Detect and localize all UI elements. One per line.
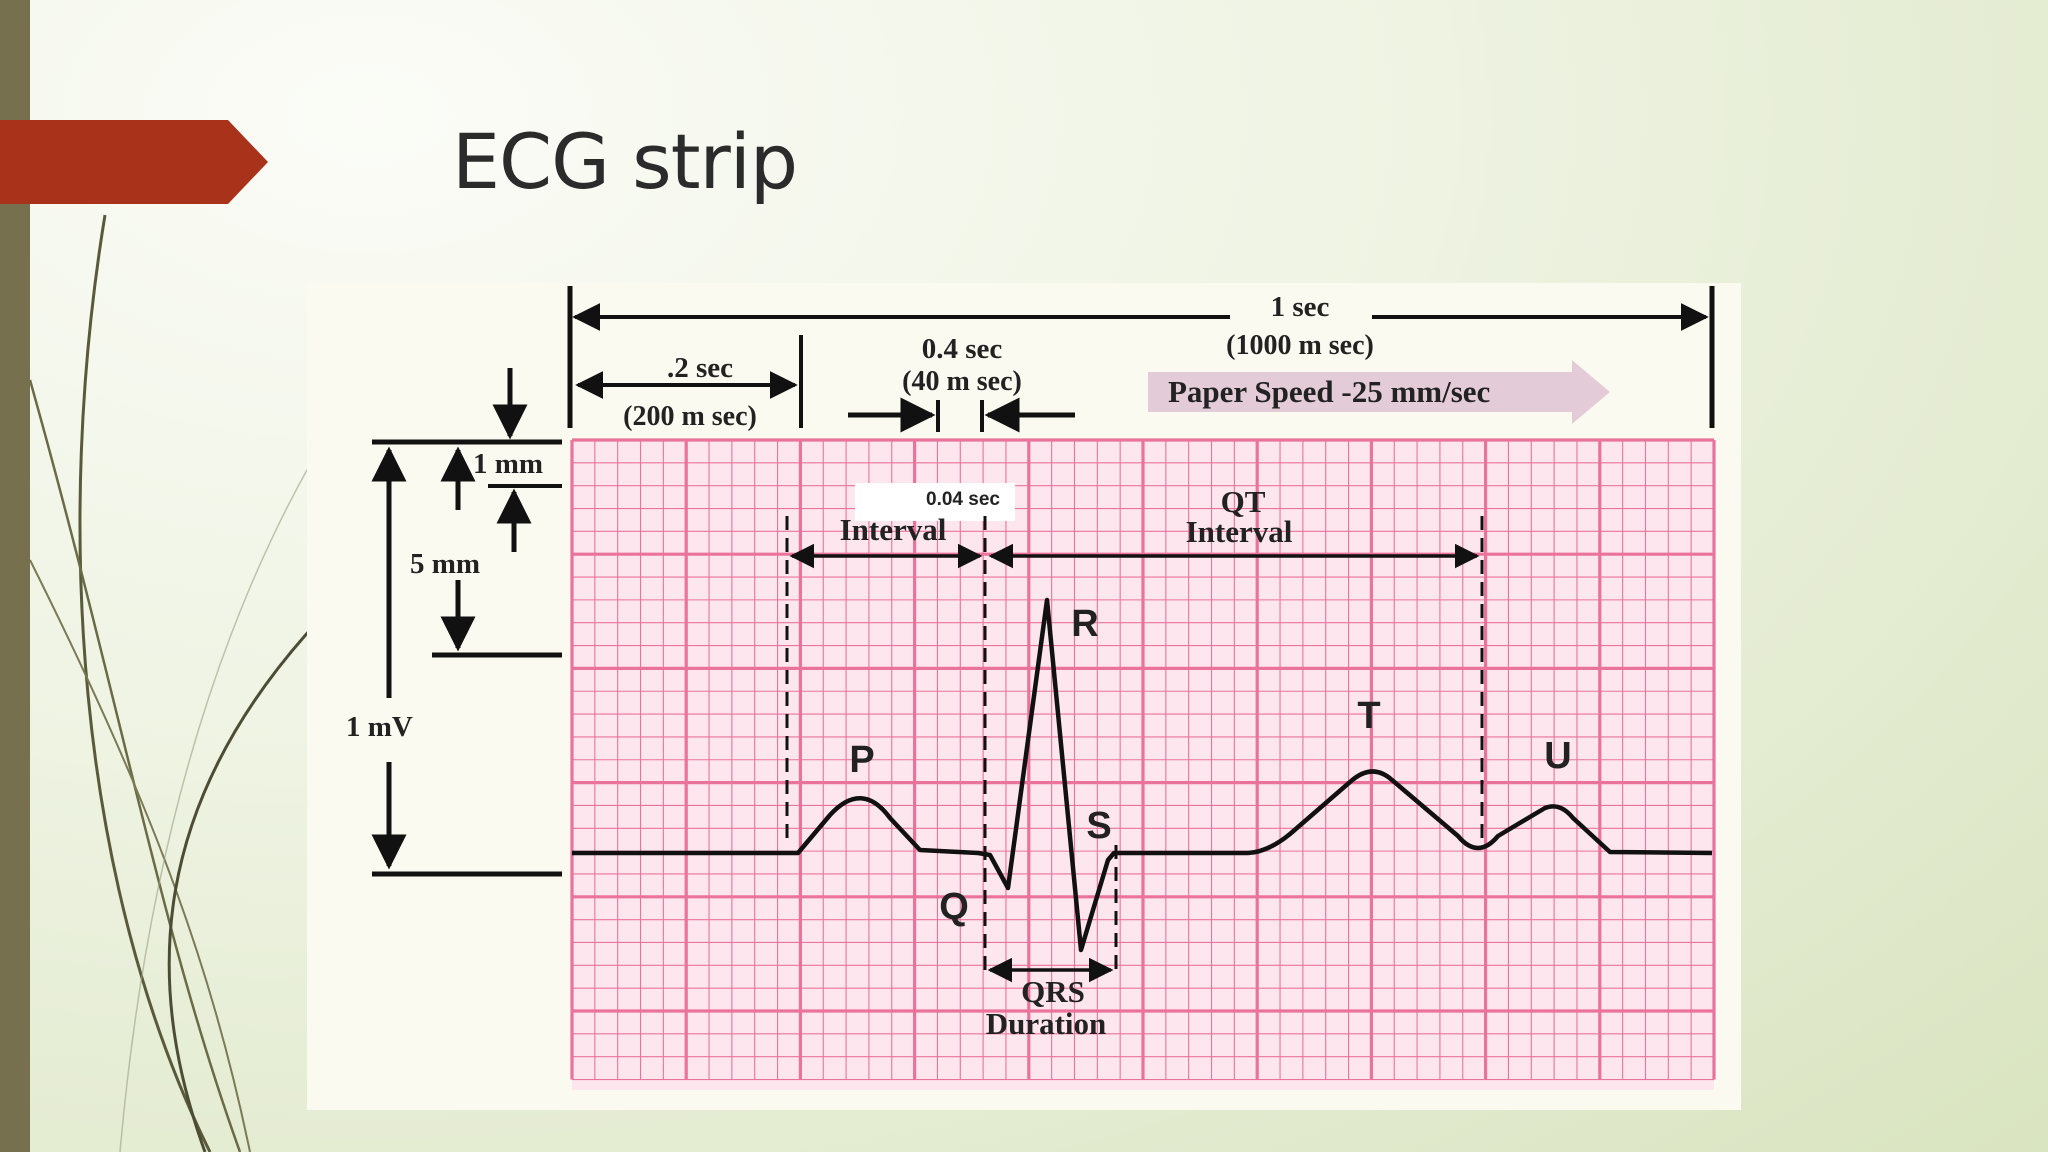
q-wave-label: Q <box>939 886 969 928</box>
s-wave-label: S <box>1086 805 1111 847</box>
one-sec-ms-label: (1000 m sec) <box>1226 330 1374 361</box>
paper-speed-label: Paper Speed -25 mm/sec <box>1168 374 1490 409</box>
qt-label: QT <box>1221 484 1266 519</box>
p-wave-label: P <box>849 739 874 781</box>
small-scale-label: .2 sec <box>667 352 733 384</box>
one-mm-label: 1 mm <box>473 448 543 480</box>
u-wave-label: U <box>1544 735 1571 777</box>
pr-interval-label: Interval <box>840 512 947 547</box>
ecg-diagram: 1 sec (1000 m sec) .2 sec (200 m sec) 0.… <box>307 283 1741 1110</box>
five-mm-label: 5 mm <box>410 548 480 580</box>
small-interval-label: 0.04 sec <box>926 489 1000 510</box>
t-wave-label: T <box>1357 695 1380 737</box>
small-interval-box <box>855 483 1015 521</box>
r-wave-label: R <box>1071 603 1098 645</box>
decorative-swoosh <box>28 214 340 1152</box>
qrs-duration-label: Duration <box>986 1006 1107 1041</box>
paper-speed-arrow <box>1148 360 1610 424</box>
one-sec-label: 1 sec <box>1271 291 1330 323</box>
small-scale-ms-label: (200 m sec) <box>623 401 757 432</box>
box-time-label: 0.4 sec <box>922 333 1003 365</box>
box-ms-label: (40 m sec) <box>902 366 1022 397</box>
title-arrow-marker <box>0 120 268 204</box>
ecg-trace <box>572 597 1713 953</box>
qt-interval-label: Interval <box>1186 514 1293 549</box>
slide-title: ECG strip <box>452 117 798 206</box>
one-mv-label: 1 mV <box>346 711 413 743</box>
qrs-label: QRS <box>1021 974 1085 1009</box>
